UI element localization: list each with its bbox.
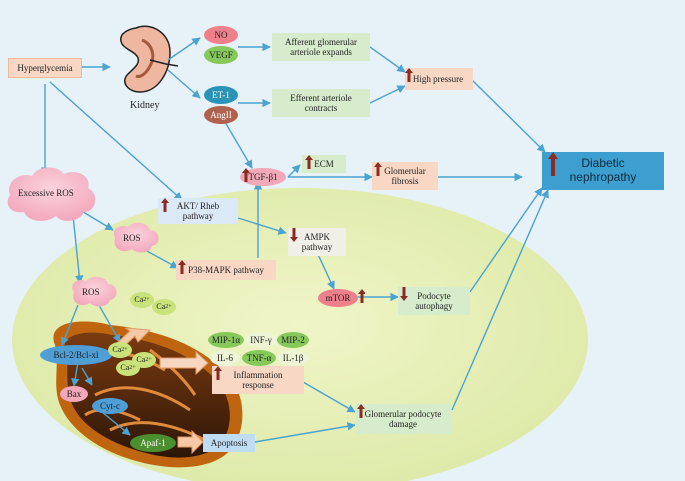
- ros-mid-cloud: [113, 222, 159, 253]
- ca-in1-label: Ca: [112, 345, 122, 355]
- hyperglycemia-box: Hyperglycemia: [8, 58, 82, 78]
- apaf-oval: Apaf-1: [130, 434, 176, 452]
- podocyte-damage-box: Glomerular podocyte damage: [355, 404, 451, 434]
- angii-label: AngII: [210, 109, 232, 120]
- p38-box: P38-MAPK pathway: [176, 260, 276, 280]
- ca-b-label: Ca: [156, 302, 166, 312]
- efferent-box: Efferent arteriole contracts: [272, 89, 370, 117]
- podocyte-autophagy-down-arrow-icon: [400, 287, 408, 301]
- apoptosis-box: Apoptosis: [203, 434, 255, 452]
- apaf-label: Apaf-1: [140, 437, 166, 448]
- angii-oval: AngII: [204, 106, 238, 124]
- ecm-box: ECM: [302, 155, 346, 173]
- diabetic-nephropathy-label: Diabetic nephropathy: [569, 156, 637, 184]
- ros-low-cloud: [72, 276, 117, 307]
- ca-a-sup: 2+: [143, 296, 150, 303]
- mtor-label: mTOR: [325, 292, 351, 303]
- podocyte-damage-label: Glomerular podocyte damage: [364, 408, 442, 429]
- apaf-to-apoptosis-arrow: [177, 429, 204, 455]
- ampk-label: AMPK pathway: [301, 231, 333, 252]
- mtor-oval: mTOR: [318, 289, 358, 307]
- diabetic-nephropathy-up-arrow-icon: [548, 152, 558, 176]
- mip2-oval: MIP-2: [277, 332, 309, 348]
- no-label: NO: [214, 29, 228, 40]
- apoptosis-label: Apoptosis: [210, 437, 248, 448]
- excessive-ros-cloud: [7, 167, 96, 221]
- ca-b-sup: 2+: [165, 303, 172, 310]
- bcl-oval: Bcl-2/Bcl-xl: [40, 345, 112, 365]
- akt-up-arrow-icon: [161, 198, 169, 212]
- ca-a-label: Ca: [134, 295, 144, 305]
- ca-in3-sup: 2+: [129, 364, 136, 371]
- ca-in2-label: Ca: [136, 355, 146, 365]
- pathway-arrows: [40, 37, 549, 443]
- mtor-up-arrow-icon: [358, 289, 365, 303]
- il1b-label: IL-1β: [282, 352, 304, 363]
- high-pressure-box: High pressure: [405, 68, 473, 90]
- ca-in2-sup: 2+: [145, 356, 152, 363]
- afferent-label: Afferent glomerular arteriole expands: [284, 36, 358, 57]
- cytc-oval: Cyt-c: [92, 398, 128, 414]
- afferent-box: Afferent glomerular arteriole expands: [272, 33, 370, 61]
- ampk-down-arrow-icon: [290, 228, 298, 242]
- kidney-label: Kidney: [130, 100, 160, 111]
- no-oval: NO: [204, 26, 238, 44]
- il1b-oval: IL-1β: [277, 350, 309, 366]
- hyperglycemia-label: Hyperglycemia: [17, 62, 73, 73]
- inflammation-up-arrow-icon: [214, 366, 222, 380]
- ros-low-label: ROS: [82, 287, 100, 297]
- infg-oval: INF-γ: [245, 332, 277, 348]
- il6-oval: IL-6: [210, 350, 240, 366]
- ca-in1-sup: 2+: [121, 346, 128, 353]
- tgf-oval: TGF-β1: [240, 168, 286, 186]
- glomerular-fibrosis-label: Glomerular fibrosis: [384, 165, 426, 186]
- akt-box: AKT/ Rheb pathway: [158, 198, 238, 224]
- et1-label: ET-1: [212, 89, 230, 100]
- inflammation-box: Inflammation response: [212, 366, 304, 394]
- et1-oval: ET-1: [204, 86, 238, 104]
- p38-up-arrow-icon: [178, 260, 186, 274]
- bcl-label: Bcl-2/Bcl-xl: [53, 349, 99, 360]
- tgf-label: TGF-β1: [248, 171, 278, 182]
- tgf-up-arrow-icon: [242, 168, 250, 182]
- vegf-oval: VEGF: [204, 46, 238, 64]
- ecm-up-arrow-icon: [305, 155, 313, 169]
- mip2-label: MIP-2: [281, 334, 305, 345]
- podocyte-damage-up-arrow-icon: [357, 404, 365, 418]
- tnfa-label: TNF-α: [246, 352, 272, 363]
- vegf-label: VEGF: [209, 49, 233, 60]
- p38-label: P38-MAPK pathway: [188, 264, 264, 275]
- akt-label: AKT/ Rheb pathway: [176, 200, 220, 221]
- podocyte-autophagy-box: Podocyte autophagy: [398, 287, 470, 315]
- bax-label: Bax: [66, 388, 82, 399]
- diabetic-nephropathy-box: Diabetic nephropathy: [542, 152, 664, 190]
- ca-to-inflammation-arrow: [159, 350, 209, 376]
- excessive-ros-label: Excessive ROS: [18, 188, 74, 198]
- ecm-label: ECM: [314, 158, 334, 169]
- ros-mid-label: ROS: [123, 233, 141, 243]
- efferent-label: Efferent arteriole contracts: [290, 92, 352, 113]
- podocyte-autophagy-label: Podocyte autophagy: [415, 290, 453, 311]
- glomerular-fibrosis-up-arrow-icon: [374, 162, 382, 176]
- il6-label: IL-6: [217, 352, 233, 363]
- tnfa-oval: TNF-α: [242, 350, 276, 366]
- cytc-label: Cyt-c: [100, 400, 120, 411]
- mip1a-label: MIP-1α: [211, 334, 241, 345]
- mip1a-oval: MIP-1α: [208, 332, 244, 348]
- ca-in3-label: Ca: [120, 363, 130, 373]
- infg-label: INF-γ: [250, 334, 272, 345]
- glomerular-fibrosis-box: Glomerular fibrosis: [372, 162, 438, 190]
- inflammation-label: Inflammation response: [233, 369, 283, 390]
- ampk-box: AMPK pathway: [288, 228, 346, 256]
- bax-oval: Bax: [60, 386, 88, 402]
- high-pressure-label: High pressure: [412, 73, 464, 84]
- kidney-icon: [120, 25, 179, 93]
